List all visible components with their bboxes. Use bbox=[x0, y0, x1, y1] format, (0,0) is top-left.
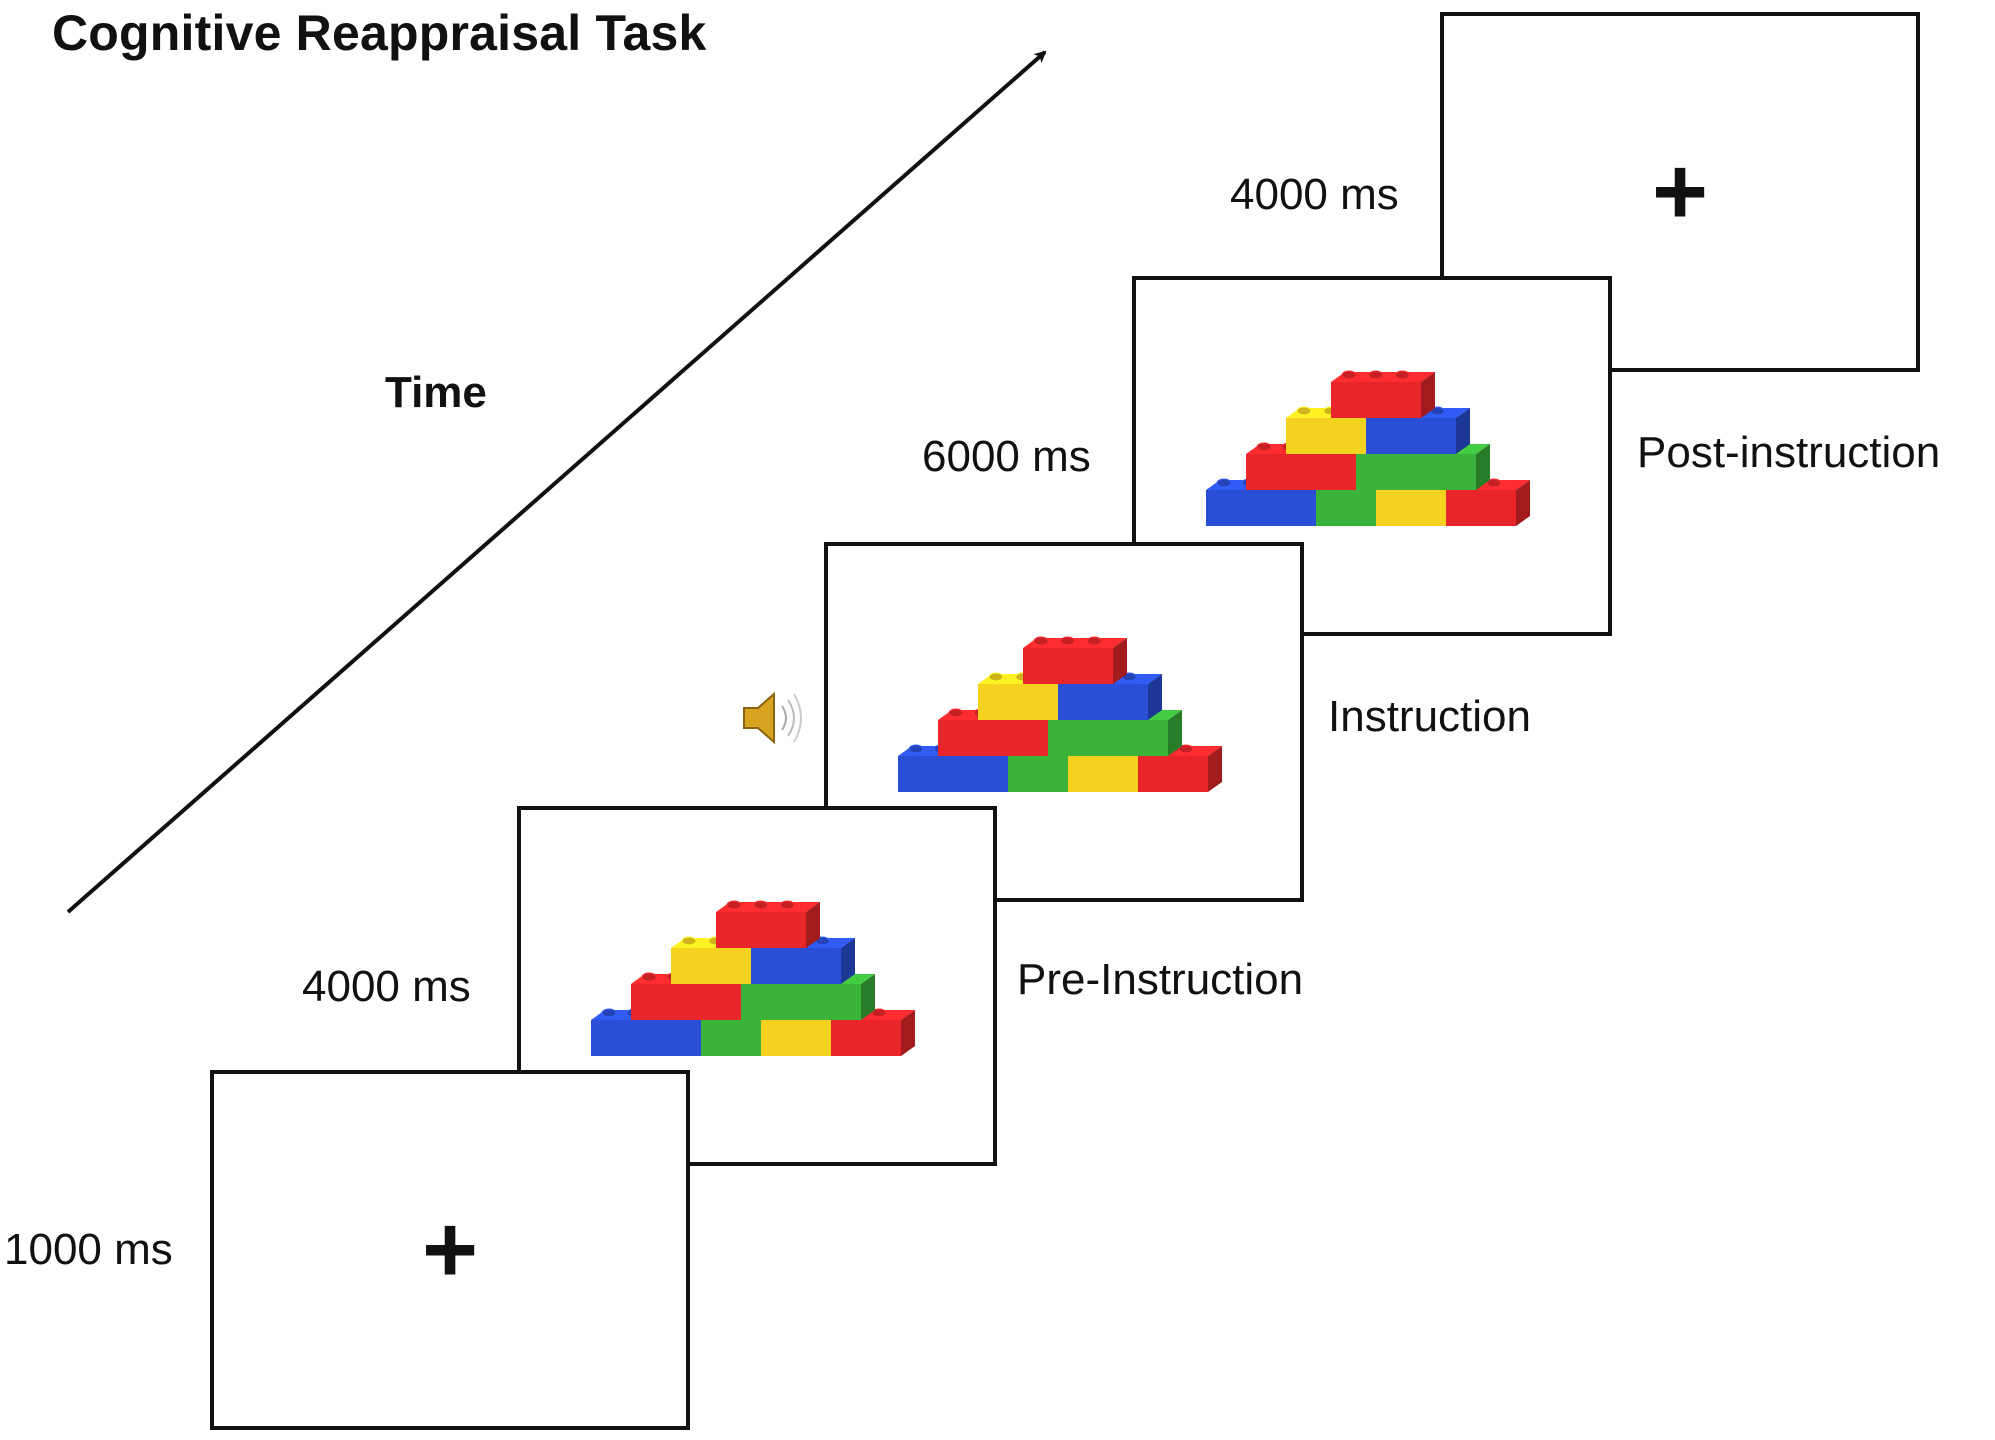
phase-label-post-instruction: Post-instruction bbox=[1637, 428, 1941, 477]
lego-brick bbox=[1331, 370, 1435, 418]
task-title: Cognitive Reappraisal Task bbox=[52, 5, 707, 61]
phase-label-pre-instruction: Pre-Instruction bbox=[1017, 955, 1304, 1004]
screen-fixation-start: + bbox=[210, 1070, 690, 1430]
fixation-cross: + bbox=[421, 1196, 479, 1303]
lego-bricks-image bbox=[898, 636, 1222, 792]
fixation-cross: + bbox=[1651, 138, 1709, 245]
duration-label-fixation-start: 1000 ms bbox=[4, 1225, 173, 1274]
duration-label-fixation-end: 4000 ms bbox=[1230, 170, 1399, 219]
lego-brick bbox=[1023, 636, 1127, 684]
lego-brick bbox=[716, 900, 820, 948]
duration-label-pre-instruction: 4000 ms bbox=[302, 962, 471, 1011]
time-axis-label: Time bbox=[385, 368, 487, 417]
phase-label-instruction: Instruction bbox=[1328, 692, 1531, 741]
duration-label-post-instruction: 6000 ms bbox=[922, 432, 1091, 481]
lego-bricks-image bbox=[1206, 370, 1530, 526]
lego-bricks-image bbox=[591, 900, 915, 1056]
speaker-icon bbox=[743, 691, 802, 745]
